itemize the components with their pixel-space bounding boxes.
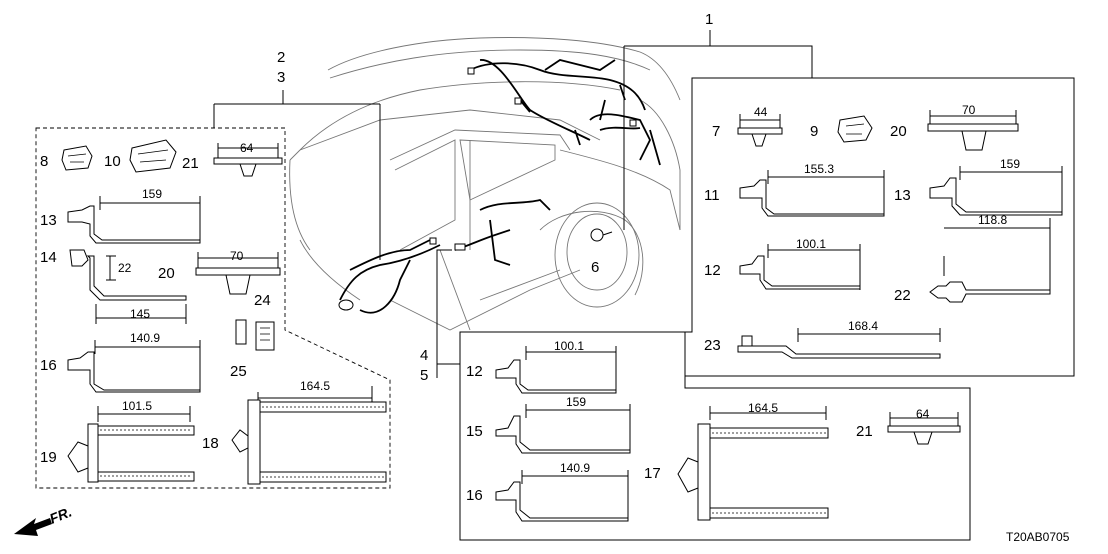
dim-159-bottom: 159: [566, 395, 586, 409]
strap-part-17: 164.5: [677, 401, 829, 521]
callout-17: 17: [644, 465, 661, 482]
clip-part-9: [837, 115, 873, 143]
wire-harness-door: [338, 199, 551, 314]
callout-11: 11: [704, 187, 720, 204]
clip-part-20-right: 70: [927, 103, 1019, 151]
callout-16-left: 16: [40, 357, 57, 374]
dim-22: 22: [118, 261, 132, 275]
clip-part-21-right: 64: [887, 407, 961, 445]
clip-part-15: 159: [495, 395, 631, 454]
dim-145: 145: [130, 307, 150, 321]
dim-64-left: 64: [240, 141, 254, 155]
dim-140-9-left: 140.9: [130, 331, 160, 345]
dim-155-3: 155.3: [804, 162, 834, 176]
callout-20-left: 20: [158, 265, 175, 282]
callout-15: 15: [466, 423, 483, 440]
callout-4: 4: [420, 347, 428, 364]
strap-part-19: 101.5: [67, 399, 195, 483]
callout-18: 18: [202, 435, 219, 452]
callout-8: 8: [40, 153, 48, 170]
callout-19: 19: [40, 449, 57, 466]
dim-164-5-right: 164.5: [748, 401, 778, 415]
dim-100-1-bottom: 100.1: [554, 339, 584, 353]
callout-6: 6: [591, 259, 599, 276]
strap-part-18: 164.5: [231, 379, 387, 485]
clip-part-10: [129, 139, 177, 173]
dim-70-right: 70: [962, 103, 976, 117]
dim-100-1-right: 100.1: [796, 237, 826, 251]
dim-101-5: 101.5: [122, 399, 152, 413]
callout-5: 5: [420, 367, 428, 384]
dim-164-5-left: 164.5: [300, 379, 330, 393]
callout-20-right: 20: [890, 123, 907, 140]
callout-16-bottom: 16: [466, 487, 483, 504]
callout-3: 3: [277, 69, 285, 86]
callout-24: 24: [254, 292, 271, 309]
clip-part-11: 155.3: [739, 162, 885, 217]
callout-1: 1: [705, 11, 713, 28]
dim-118-8: 118.8: [978, 213, 1007, 227]
clip-part-14: 22 145: [69, 249, 187, 324]
clip-part-13-left: 159: [67, 187, 201, 244]
callout-9: 9: [810, 123, 818, 140]
callout-12-right: 12: [704, 262, 721, 279]
clip-part-22: 118.8: [929, 213, 1051, 303]
dim-159-left: 159: [142, 187, 162, 201]
callout-2: 2: [277, 49, 285, 66]
front-label: FR.: [47, 503, 74, 526]
callout-14: 14: [40, 249, 57, 266]
clip-part-8: [61, 145, 93, 171]
callout-10: 10: [104, 153, 121, 170]
group-box-4-5: [436, 249, 971, 541]
dim-70-left: 70: [230, 249, 244, 263]
callout-21-left: 21: [182, 155, 199, 172]
callout-labels: 1 2 3 4 5 6: [277, 11, 713, 384]
callout-13-right: 13: [894, 187, 911, 204]
callout-22: 22: [894, 287, 911, 304]
group-box-2-3: [35, 90, 391, 489]
dim-44: 44: [754, 105, 768, 119]
diagram-code: T20AB0705: [1006, 530, 1070, 544]
clip-part-25: [235, 319, 247, 345]
callout-21-right: 21: [856, 423, 873, 440]
dim-140-9-bottom: 140.9: [560, 461, 590, 475]
clip-part-24: [255, 321, 275, 351]
clip-part-13-right: 159: [929, 157, 1063, 216]
clip-part-23: 168.4: [737, 319, 941, 359]
callout-25: 25: [230, 363, 247, 380]
grommet-part-6: [590, 228, 613, 242]
clip-part-16-bottom: 140.9: [495, 461, 629, 522]
clip-part-21-left: 64: [213, 141, 283, 177]
front-direction-arrow: FR.: [14, 503, 74, 536]
clip-part-7: 44: [737, 105, 783, 147]
clip-part-16-left: 140.9: [67, 331, 201, 393]
callout-13-left: 13: [40, 212, 57, 229]
callout-23: 23: [704, 337, 721, 354]
wire-harness-rear: [467, 59, 661, 166]
clip-part-12-bottom: 100.1: [495, 339, 617, 394]
clip-part-20-left: 70: [195, 249, 281, 295]
callout-7: 7: [712, 123, 720, 140]
dim-168-4: 168.4: [848, 319, 878, 333]
clip-part-12-right: 100.1: [739, 237, 861, 290]
callout-12-bottom: 12: [466, 363, 483, 380]
dim-64-right: 64: [916, 407, 930, 421]
dim-159-right: 159: [1000, 157, 1020, 171]
